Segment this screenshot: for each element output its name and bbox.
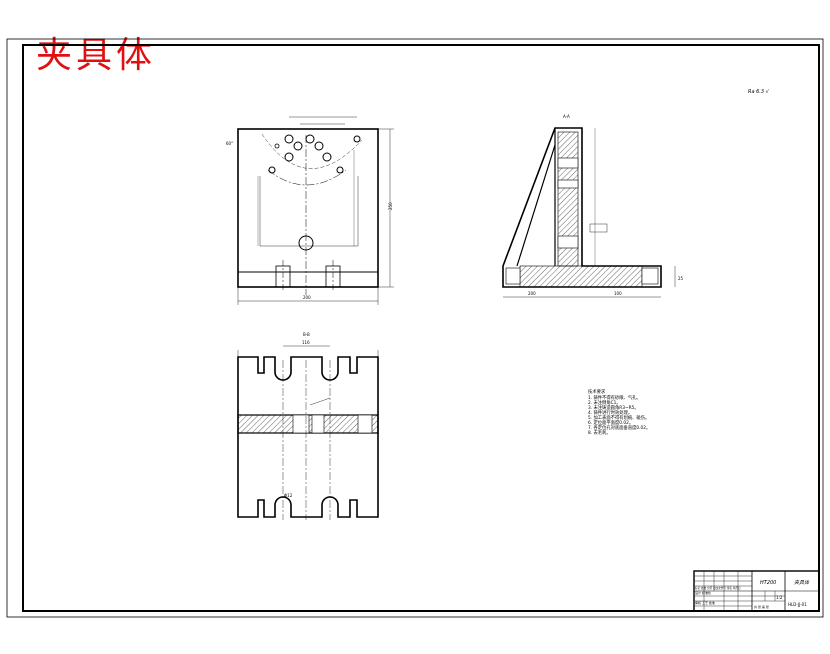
title-block-scale: 1:2 [776, 595, 783, 600]
title-block-drawing-no: HLD-JJ-01 [788, 602, 807, 607]
top-view-bore-1 [292, 414, 310, 434]
top-view-outline [237, 356, 379, 518]
tech-req-item-4: 4. 铸件进行时效处理。 [588, 409, 632, 416]
base-slot-right [641, 267, 659, 285]
section-hatch-base [519, 265, 643, 288]
tech-req-item-6: 6. 定位面平面度0.02。 [588, 419, 633, 426]
rib-diagonal [516, 144, 556, 267]
front-width-dim: 200 [303, 295, 311, 300]
center-bore [298, 235, 314, 251]
inner-frame [22, 44, 820, 612]
tech-req-item-8: 8. 去毛刺。 [588, 429, 611, 436]
section-base-dim-text: 200 [528, 291, 536, 296]
top-view-leader [309, 397, 331, 406]
section-view-label: A-A [563, 114, 570, 119]
section-side-dim-text: 100 [614, 291, 622, 296]
section-datum-box [589, 223, 608, 233]
hole-2 [305, 134, 315, 144]
hole-1 [284, 134, 294, 144]
top-view-label: B-B [303, 332, 310, 337]
top-view-width-dim-text: 116 [302, 340, 310, 345]
rib-outline [502, 127, 662, 288]
top-view: B-B 116 Φ12 [237, 332, 379, 520]
section-height-dim-text: 25 [678, 276, 684, 281]
section-slot-1 [557, 157, 579, 169]
section-view: A-A 200 100 25 [502, 114, 684, 298]
hole-9 [353, 135, 361, 143]
roughness-note: Ra 6.3 √ [748, 89, 770, 95]
title-block-row1: 标记 处数 分区 更改文件号 签名 年月日 [695, 586, 741, 590]
title-block: HT200 夹具体 1:2 HLD-JJ-01 标记 处数 分区 更改文件号 签… [693, 570, 820, 612]
front-angle-label: 60° [226, 141, 233, 146]
hole-7 [268, 166, 276, 174]
top-view-bore-2 [311, 414, 325, 434]
tech-req-item-1: 1. 铸件不得有砂眼、气孔。 [588, 394, 641, 401]
title-block-row3: 审核 工艺 批准 [695, 600, 715, 605]
tech-req-item-7: 7. 各定位孔对底面垂直度0.02。 [588, 424, 650, 431]
title-block-row2: 设计 标准化 [695, 590, 711, 595]
upper-arc [261, 133, 363, 169]
front-height-dim: 250 [388, 202, 393, 210]
front-view-outline [237, 128, 379, 288]
hole-4 [314, 141, 324, 151]
front-view: 250 200 60° [226, 116, 394, 305]
title-block-page: 共 张 第 张 [754, 604, 769, 609]
tech-requirements: 技术要求 1. 铸件不得有砂眼、气孔。 2. 未注倒角C1。 3. 未注铸造圆角… [588, 388, 650, 436]
section-slot-3 [557, 235, 579, 249]
hole-10 [274, 143, 280, 149]
hole-8 [336, 166, 344, 174]
base-slot-left [505, 267, 521, 285]
bolt-circle-arc [267, 169, 347, 186]
top-view-slot-dim: Φ12 [284, 493, 293, 498]
tech-req-item-2: 2. 未注倒角C1。 [588, 399, 621, 406]
drawing-title-stamp: 夹具体 [36, 35, 157, 76]
tech-req-heading: 技术要求 [588, 388, 606, 395]
top-view-bore-3 [357, 414, 373, 434]
hole-5 [284, 152, 294, 162]
hole-3 [293, 141, 303, 151]
section-slot-2 [557, 179, 579, 189]
outer-border [6, 38, 824, 618]
hole-6 [322, 152, 332, 162]
tech-req-item-3: 3. 未注铸造圆角R3~R5。 [588, 404, 639, 411]
title-block-part-name: 夹具体 [794, 579, 810, 586]
tech-req-item-5: 5. 加工表面不得有划痕、碰伤。 [588, 414, 649, 421]
title-block-material: HT200 [760, 580, 776, 586]
